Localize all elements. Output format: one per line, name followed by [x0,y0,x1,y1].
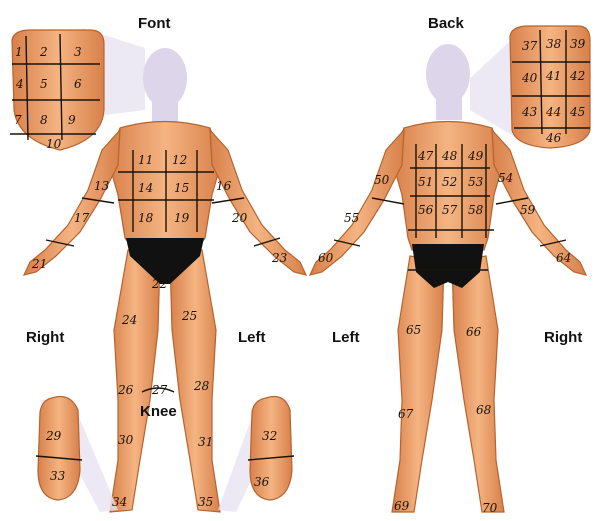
zone-number: 32 [262,429,277,443]
zone-number: 1 [15,45,23,59]
zone-number: 34 [112,495,127,509]
zone-number: 65 [406,323,421,337]
zone-number: 31 [198,435,213,449]
zone-number: 12 [172,153,187,167]
zone-number: 45 [569,105,585,119]
zone-number: 38 [546,37,562,51]
back-figure [310,26,590,512]
zone-number: 10 [46,137,62,151]
front-heading: Font [138,15,170,32]
zone-number: 5 [40,77,48,91]
zone-number: 35 [198,495,213,509]
back-right-label: Right [544,329,582,346]
zone-number: 25 [181,309,197,323]
zone-number: 4 [15,77,24,91]
zone-number: 27 [151,383,168,397]
back-right-leg [452,256,504,512]
zone-number: 11 [138,153,153,167]
zone-number: 42 [569,69,585,83]
zone-number: 15 [174,181,189,195]
zone-number: 18 [138,211,154,225]
zone-number: 30 [118,433,134,447]
zone-number: 8 [40,113,48,127]
zone-number: 67 [398,407,414,421]
zone-number: 29 [45,429,62,443]
zone-number: 22 [151,277,167,291]
zone-number: 44 [545,105,561,119]
zone-number: 28 [193,379,210,393]
zone-number: 20 [231,211,248,225]
zone-number: 48 [441,149,458,163]
front-left-arm [210,130,306,275]
zone-number: 26 [117,383,134,397]
front-ghost-neck [152,100,178,124]
back-left-label: Left [332,329,360,346]
zone-number: 70 [482,501,498,515]
right-foot-sole [38,397,80,501]
zone-number: 66 [466,325,482,339]
zone-number: 58 [468,203,484,217]
zone-number: 68 [476,403,492,417]
zone-number: 6 [74,77,82,91]
zone-number: 21 [31,257,47,271]
front-left-label: Left [238,329,266,346]
zone-number: 16 [216,179,232,193]
back-ghost-neck [436,96,462,120]
zone-number: 14 [138,181,153,195]
zone-number: 46 [545,131,562,145]
zone-number: 52 [442,175,457,189]
zone-number: 9 [68,113,76,127]
zone-number: 49 [467,149,484,163]
zone-number: 54 [498,171,513,185]
zone-number: 33 [50,469,66,483]
front-right-label: Right [26,329,64,346]
knee-label: Knee [140,403,177,420]
zone-number: 53 [468,175,484,189]
zone-number: 39 [570,37,586,51]
zone-number: 37 [522,39,538,53]
zone-number: 47 [417,149,434,163]
back-ghost-head [426,44,470,104]
zone-number: 13 [94,179,110,193]
zone-number: 57 [442,203,458,217]
back-left-leg [392,256,444,512]
zone-number: 55 [344,211,359,225]
front-ghost-head [143,48,187,108]
zone-number: 23 [271,251,288,265]
front-right-arm [24,130,120,275]
zone-number: 56 [418,203,434,217]
zone-number: 36 [254,475,270,489]
zone-number: 17 [74,211,90,225]
zone-number: 40 [521,71,538,85]
zone-number: 69 [394,499,410,513]
zone-number: 7 [14,113,22,127]
zone-number: 2 [39,45,48,59]
front-torso [108,122,222,246]
zone-number: 24 [121,313,137,327]
zone-number: 41 [545,69,561,83]
zone-number: 3 [74,45,82,59]
zone-number: 19 [174,211,190,225]
zone-number: 51 [418,175,433,189]
zone-number: 50 [374,173,390,187]
zone-number: 43 [521,105,538,119]
zone-number: 60 [318,251,334,265]
zone-number: 64 [556,251,571,265]
zone-number: 59 [520,203,536,217]
back-heading: Back [428,15,465,32]
